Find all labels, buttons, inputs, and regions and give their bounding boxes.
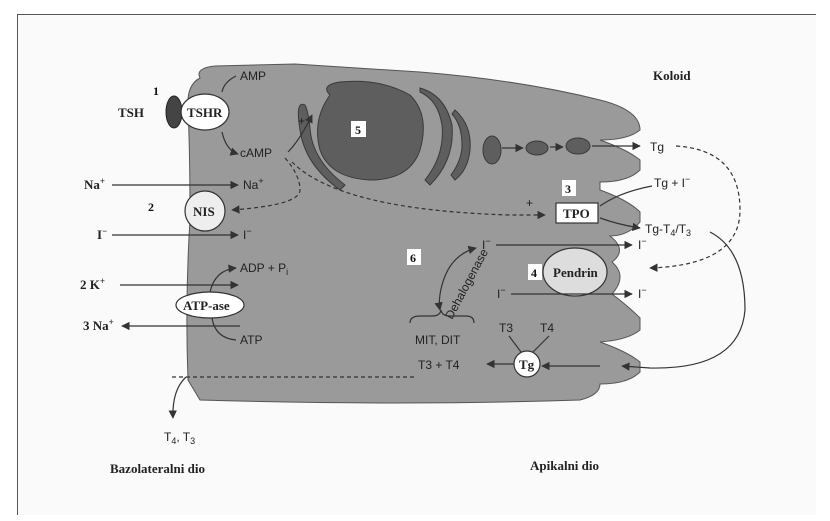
colloid-label: Koloid bbox=[653, 68, 691, 83]
iodide-out: I− bbox=[97, 226, 107, 242]
k-label: 2 K+ bbox=[80, 276, 105, 292]
atpase-label: ATP-ase bbox=[183, 298, 230, 313]
atp-label: ATP bbox=[240, 333, 262, 347]
tpo-label: TPO bbox=[563, 206, 590, 221]
apical-label: Apikalni dio bbox=[530, 458, 599, 473]
tg-t4: T4 bbox=[540, 321, 554, 335]
step-2: 2 bbox=[148, 200, 154, 214]
plus-sign: + bbox=[298, 114, 305, 128]
tg-plus-iodide: Tg + I− bbox=[654, 174, 690, 190]
step-3: 3 bbox=[565, 182, 571, 196]
pendrin-iodide-2: I− bbox=[638, 236, 647, 252]
tg-t4-t3: Tg-T4/T3 bbox=[645, 222, 691, 238]
na-efflux-label: 3 Na+ bbox=[83, 317, 114, 333]
mit-dit-label: MIT, DIT bbox=[415, 333, 461, 347]
tsh-ligand bbox=[166, 96, 182, 128]
basolateral-label: Bazolateralni dio bbox=[110, 461, 205, 476]
tshr-label: TSHR bbox=[187, 105, 223, 120]
plus-sign-tpo: + bbox=[526, 196, 533, 210]
step-5: 5 bbox=[355, 123, 361, 137]
pendrin-iodide-4: I− bbox=[638, 285, 647, 301]
camp-label: cAMP bbox=[240, 146, 272, 160]
na-out: Na+ bbox=[84, 176, 105, 192]
colloid-tg: Tg bbox=[650, 140, 664, 154]
nis-label: NIS bbox=[193, 204, 215, 219]
adp-label: ADP + Pi bbox=[240, 261, 288, 277]
pendrin-label: Pendrin bbox=[553, 265, 599, 280]
t3-t4-label: T3 + T4 bbox=[418, 358, 460, 372]
tsh-label: TSH bbox=[118, 105, 144, 120]
step-6: 6 bbox=[410, 251, 416, 265]
step-4: 4 bbox=[531, 266, 537, 280]
output-t4-t3: T4, T3 bbox=[164, 430, 195, 446]
tg-label: Tg bbox=[519, 357, 535, 372]
amp-label: AMP bbox=[240, 69, 266, 83]
tg-t3: T3 bbox=[499, 321, 513, 335]
step-1: 1 bbox=[153, 84, 159, 98]
